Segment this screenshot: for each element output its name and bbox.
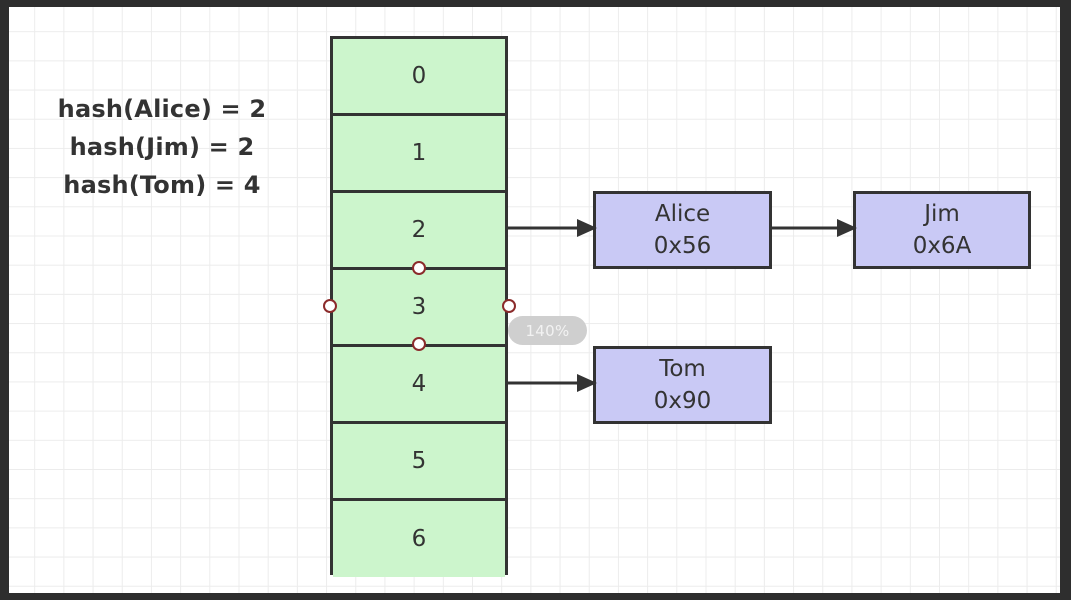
- selection-handle-top[interactable]: [412, 261, 426, 275]
- window-edge-bottom: [0, 593, 1071, 600]
- hash-bucket-array[interactable]: 0 1 2 3 4 5 6: [330, 36, 508, 577]
- hash-legend-text[interactable]: hash(Alice) = 2 hash(Jim) = 2 hash(Tom) …: [34, 90, 290, 204]
- hash-legend-line-tom: hash(Tom) = 4: [63, 171, 261, 199]
- selection-handle-bottom[interactable]: [412, 337, 426, 351]
- node-box-tom[interactable]: Tom 0x90: [593, 346, 772, 424]
- diagram-canvas[interactable]: hash(Alice) = 2 hash(Jim) = 2 hash(Tom) …: [8, 6, 1061, 594]
- node-tom-name: Tom: [659, 356, 706, 382]
- node-jim-address: 0x6A: [912, 233, 972, 259]
- hash-legend-line-alice: hash(Alice) = 2: [57, 95, 267, 123]
- zoom-level-badge[interactable]: 140%: [508, 316, 587, 345]
- arrow-alice-to-jim[interactable]: [769, 218, 857, 238]
- window-edge-left: [0, 0, 9, 600]
- hash-legend-line-jim: hash(Jim) = 2: [69, 133, 255, 161]
- selection-handle-left[interactable]: [323, 299, 337, 313]
- node-tom-address: 0x90: [653, 388, 712, 414]
- node-box-alice[interactable]: Alice 0x56: [593, 191, 772, 269]
- window-edge-top: [0, 0, 1071, 7]
- bucket-cell-1[interactable]: 1: [333, 116, 505, 193]
- arrow-bucket2-to-alice[interactable]: [507, 218, 597, 238]
- arrow-bucket4-to-tom[interactable]: [507, 373, 597, 393]
- bucket-cell-5[interactable]: 5: [333, 424, 505, 501]
- node-jim-name: Jim: [924, 201, 960, 227]
- node-alice-address: 0x56: [653, 233, 712, 259]
- node-box-jim[interactable]: Jim 0x6A: [853, 191, 1031, 269]
- bucket-cell-2[interactable]: 2: [333, 193, 505, 270]
- bucket-cell-6[interactable]: 6: [333, 501, 505, 577]
- window-edge-right: [1060, 0, 1071, 600]
- bucket-cell-0[interactable]: 0: [333, 39, 505, 116]
- selection-handle-right[interactable]: [502, 299, 516, 313]
- bucket-cell-3[interactable]: 3: [333, 270, 505, 347]
- node-alice-name: Alice: [654, 201, 711, 227]
- bucket-cell-4[interactable]: 4: [333, 347, 505, 424]
